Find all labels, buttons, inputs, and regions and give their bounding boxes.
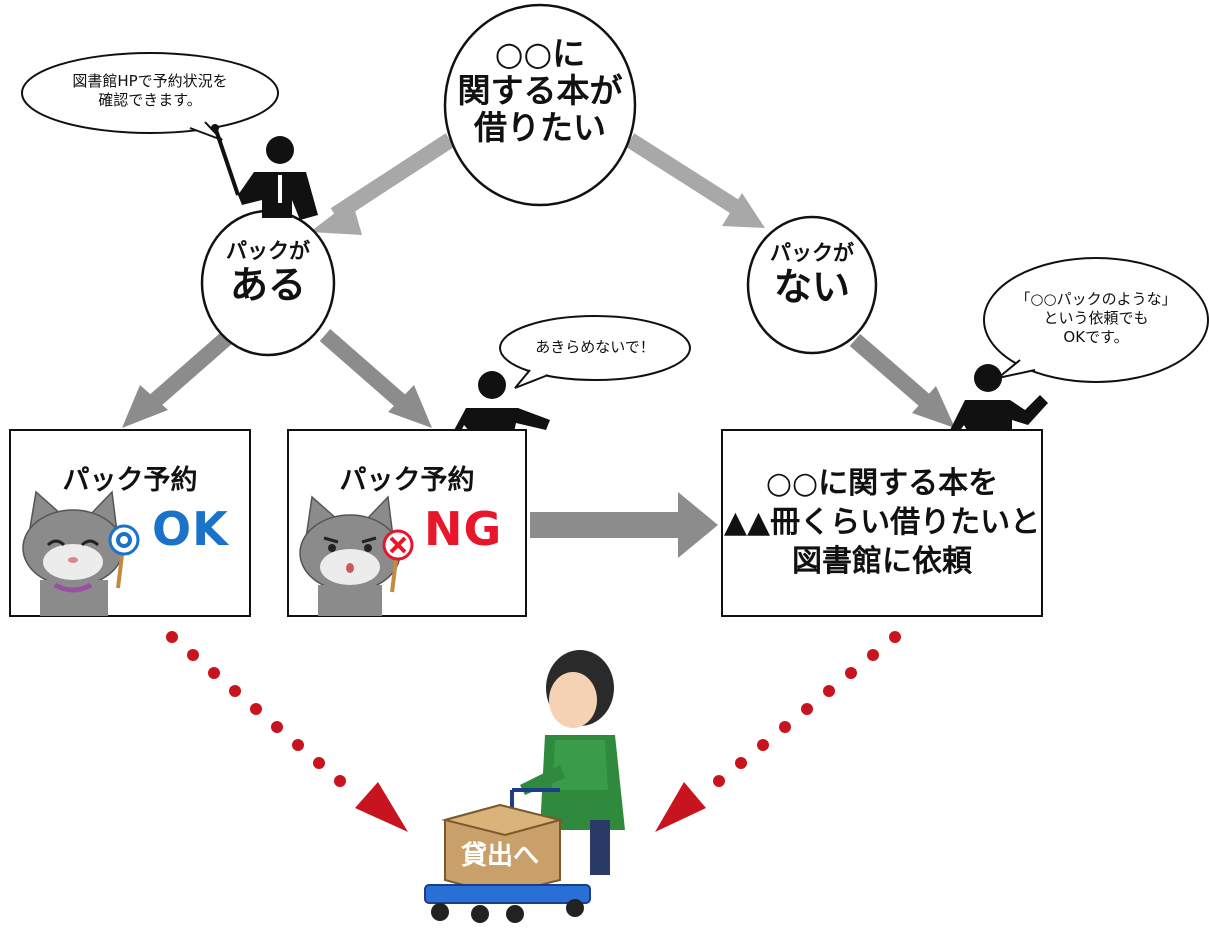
librarian-with-cart-icon xyxy=(424,650,625,923)
box-request-text: ○○に関する本を ▲▲冊くらい借りたいと 図書館に依頼 xyxy=(723,466,1041,579)
left-node-label: パックが ある xyxy=(226,239,310,307)
cat-ok-icon xyxy=(22,490,140,616)
arrow-right-to-request xyxy=(849,333,955,428)
bubble-left-text: 図書館HPで予約状況を 確認できます。 xyxy=(72,72,228,109)
dotted-arrow-left xyxy=(166,631,408,832)
top-node-label: ○○に 関する本が 借りたい xyxy=(457,34,623,147)
cat-ng-icon xyxy=(299,495,414,616)
right-node-circle xyxy=(746,215,878,355)
bubble-left-shape xyxy=(21,52,279,141)
bubble-mid-text: あきらめないで！ xyxy=(535,338,655,356)
arrow-left-to-ng xyxy=(319,328,432,428)
right-node-label: パックが ない xyxy=(770,241,854,309)
box-ng-title: パック予約 xyxy=(339,465,475,496)
cart-label: 貸出へ xyxy=(460,841,539,871)
arrow-left-to-ok xyxy=(122,328,236,428)
box-request-frame xyxy=(721,429,1043,617)
bubble-mid-shape xyxy=(499,315,691,389)
box-ok-status: OK xyxy=(152,502,229,556)
top-node-circle xyxy=(443,3,637,207)
arrow-top-to-left xyxy=(310,133,455,235)
teacher-pointer-person-icon xyxy=(211,124,318,220)
bubble-right-shape xyxy=(983,257,1209,383)
box-ng-status: NG xyxy=(424,502,503,556)
arrow-ng-to-request xyxy=(530,492,718,558)
explaining-person-icon xyxy=(950,364,1048,436)
bubble-right-text: 「○○パックのような」 という依頼でも OKです。 xyxy=(1015,290,1177,346)
box-ok-title: パック予約 xyxy=(62,465,198,496)
dotted-arrow-right xyxy=(655,631,901,832)
arrow-top-to-right xyxy=(625,133,765,228)
